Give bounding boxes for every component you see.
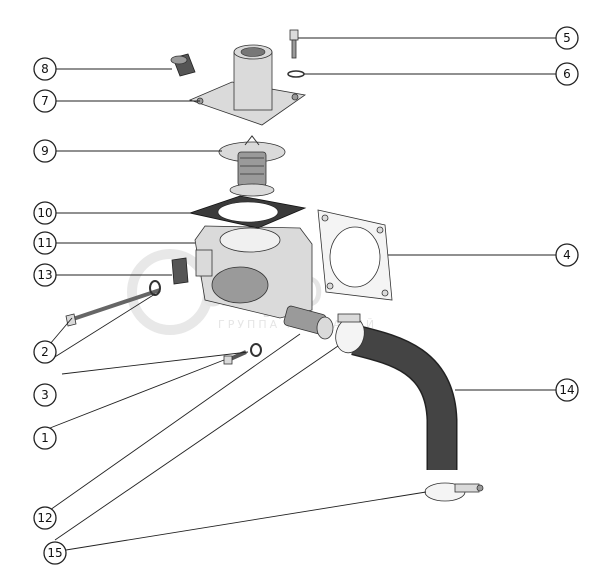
callout-14-label: 14	[559, 383, 574, 397]
washers-part	[149, 280, 262, 357]
callout-15-label: 15	[47, 546, 62, 560]
bracket-part	[171, 257, 189, 285]
callout-7-label: 7	[41, 94, 49, 108]
callout-12: 12	[33, 506, 57, 530]
callout-2: 2	[33, 340, 57, 364]
callout-5: 5	[555, 26, 579, 50]
callout-9: 9	[33, 139, 57, 163]
long-bolt-part	[65, 288, 161, 327]
washer-top-part	[287, 70, 305, 78]
callout-4: 4	[555, 243, 579, 267]
callout-11: 11	[33, 231, 57, 255]
callout-13-label: 13	[37, 268, 52, 282]
callout-14: 14	[555, 378, 579, 402]
callout-13: 13	[33, 263, 57, 287]
callout-1: 1	[33, 426, 57, 450]
callout-3: 3	[33, 383, 57, 407]
callout-3-label: 3	[41, 388, 49, 402]
hose-part	[351, 324, 458, 470]
callout-7: 7	[33, 89, 57, 113]
callout-4-label: 4	[563, 248, 571, 262]
callout-5-label: 5	[563, 31, 571, 45]
callout-6-label: 6	[563, 67, 571, 81]
callout-6: 6	[555, 62, 579, 86]
gasket-part	[188, 195, 307, 229]
callout-2-label: 2	[41, 345, 49, 359]
plug-part	[170, 53, 196, 77]
callout-11-label: 11	[37, 236, 52, 250]
clamp-upper-part	[335, 313, 365, 354]
clamp-lower-part	[424, 482, 484, 502]
callout-12-label: 12	[37, 511, 52, 525]
callout-8-label: 8	[41, 62, 49, 76]
bolt-top-part	[289, 29, 299, 59]
housing-part	[194, 225, 334, 340]
callout-1-label: 1	[41, 431, 49, 445]
leader-lines	[49, 37, 556, 551]
thermostat-part	[218, 135, 286, 197]
callout-8: 8	[33, 57, 57, 81]
callout-10: 10	[33, 201, 57, 225]
gasket-plate-part	[317, 209, 393, 301]
callout-9-label: 9	[41, 144, 49, 158]
cover-part	[188, 44, 307, 126]
callout-10-label: 10	[37, 206, 52, 220]
callout-15: 15	[43, 541, 67, 565]
